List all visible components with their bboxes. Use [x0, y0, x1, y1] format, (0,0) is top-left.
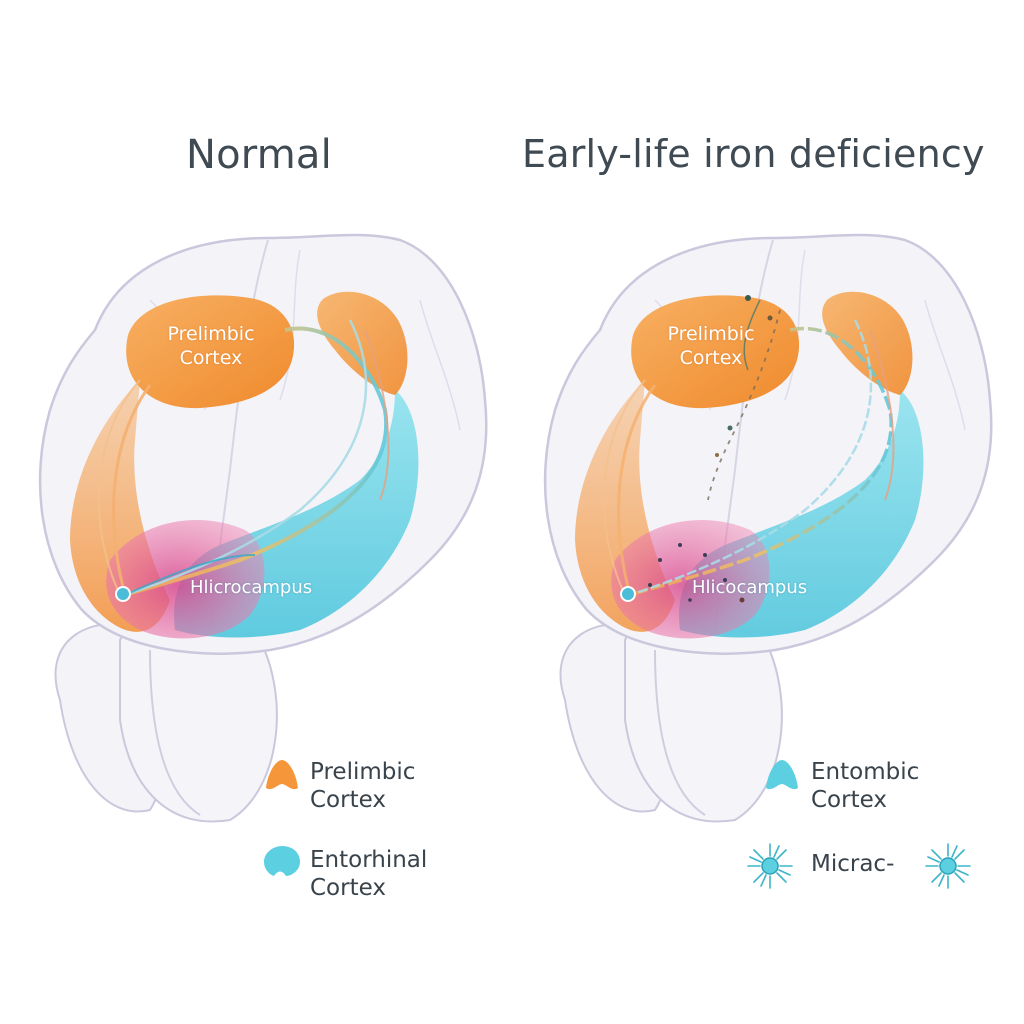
left-hippocampus-label: Hlicrocampus: [190, 577, 313, 598]
fiber-tract: [364, 329, 390, 501]
fiber-tract: [98, 379, 141, 596]
gyrus-line: [784, 249, 806, 401]
legend-label: Entorhinal Cortex: [310, 847, 428, 902]
disrupted-fiber: [743, 299, 761, 371]
normal-brain: [38, 233, 488, 823]
right-hippocampus-label: Hlicocampus: [692, 577, 808, 598]
legend-left-entorhinal: Entorhinal Cortex: [310, 846, 427, 902]
legend-right-entombic: Entombic Cortex: [811, 758, 919, 814]
fiber-tract: [124, 326, 389, 597]
orange-region-icon: [266, 760, 298, 790]
fiber-tract: [629, 326, 893, 597]
debris-dot: [715, 453, 719, 457]
cerebellum-lobe: [149, 649, 201, 816]
legend-label: Micrac-: [811, 851, 895, 877]
debris-dot: [658, 558, 662, 562]
debris-dot: [727, 425, 733, 431]
deficiency-brain: [543, 233, 993, 823]
legend-label: Prelimbic Cortex: [310, 759, 416, 814]
disrupted-fiber: [707, 309, 781, 501]
debris-dot: [739, 597, 745, 603]
prelimbic-cortex-region: [126, 295, 295, 409]
debris-dot: [688, 598, 692, 602]
contralateral-prelimbic-region: [822, 291, 913, 395]
microglia-icon: [747, 843, 793, 889]
hippocampus-node: [620, 586, 636, 602]
hippocampus-node: [115, 586, 131, 602]
legend-icons: [264, 760, 971, 889]
fiber-tract: [617, 384, 657, 596]
fiber-tract: [869, 329, 895, 501]
right-prelimbic-label: Prelimbic Cortex: [667, 323, 755, 370]
hippocampus-core: [611, 520, 770, 639]
left-prelimbic-label: Prelimbic Cortex: [167, 323, 255, 370]
debris-dot: [678, 543, 682, 547]
debris-dot: [767, 315, 773, 321]
cyan-region-icon: [766, 760, 798, 790]
debris-dot: [703, 553, 707, 557]
debris-dot: [745, 295, 751, 301]
normal-panel-title: Normal: [186, 132, 332, 178]
fiber-tract: [629, 319, 873, 597]
deficiency-panel-title: Early-life iron deficiency: [522, 132, 985, 176]
debris-dot: [723, 578, 727, 582]
gyrus-line: [419, 299, 461, 431]
debris-dot: [648, 583, 652, 587]
fiber-tract: [112, 384, 152, 596]
contralateral-prelimbic-region: [317, 291, 408, 395]
cyan-region-icon: [264, 846, 300, 876]
legend-left-prelimbic: Prelimbic Cortex: [310, 758, 415, 814]
fiber-tract: [124, 554, 256, 596]
cerebellum-lobe: [654, 649, 706, 816]
fiber-tract: [603, 379, 646, 596]
fiber-tract: [124, 319, 368, 597]
legend-label: Entombic Cortex: [811, 759, 920, 814]
gyrus-line: [924, 299, 966, 431]
gyrus-line: [279, 249, 301, 401]
legend-right-microglia: Micrac-: [811, 850, 894, 878]
microglia-icon: [925, 843, 971, 889]
